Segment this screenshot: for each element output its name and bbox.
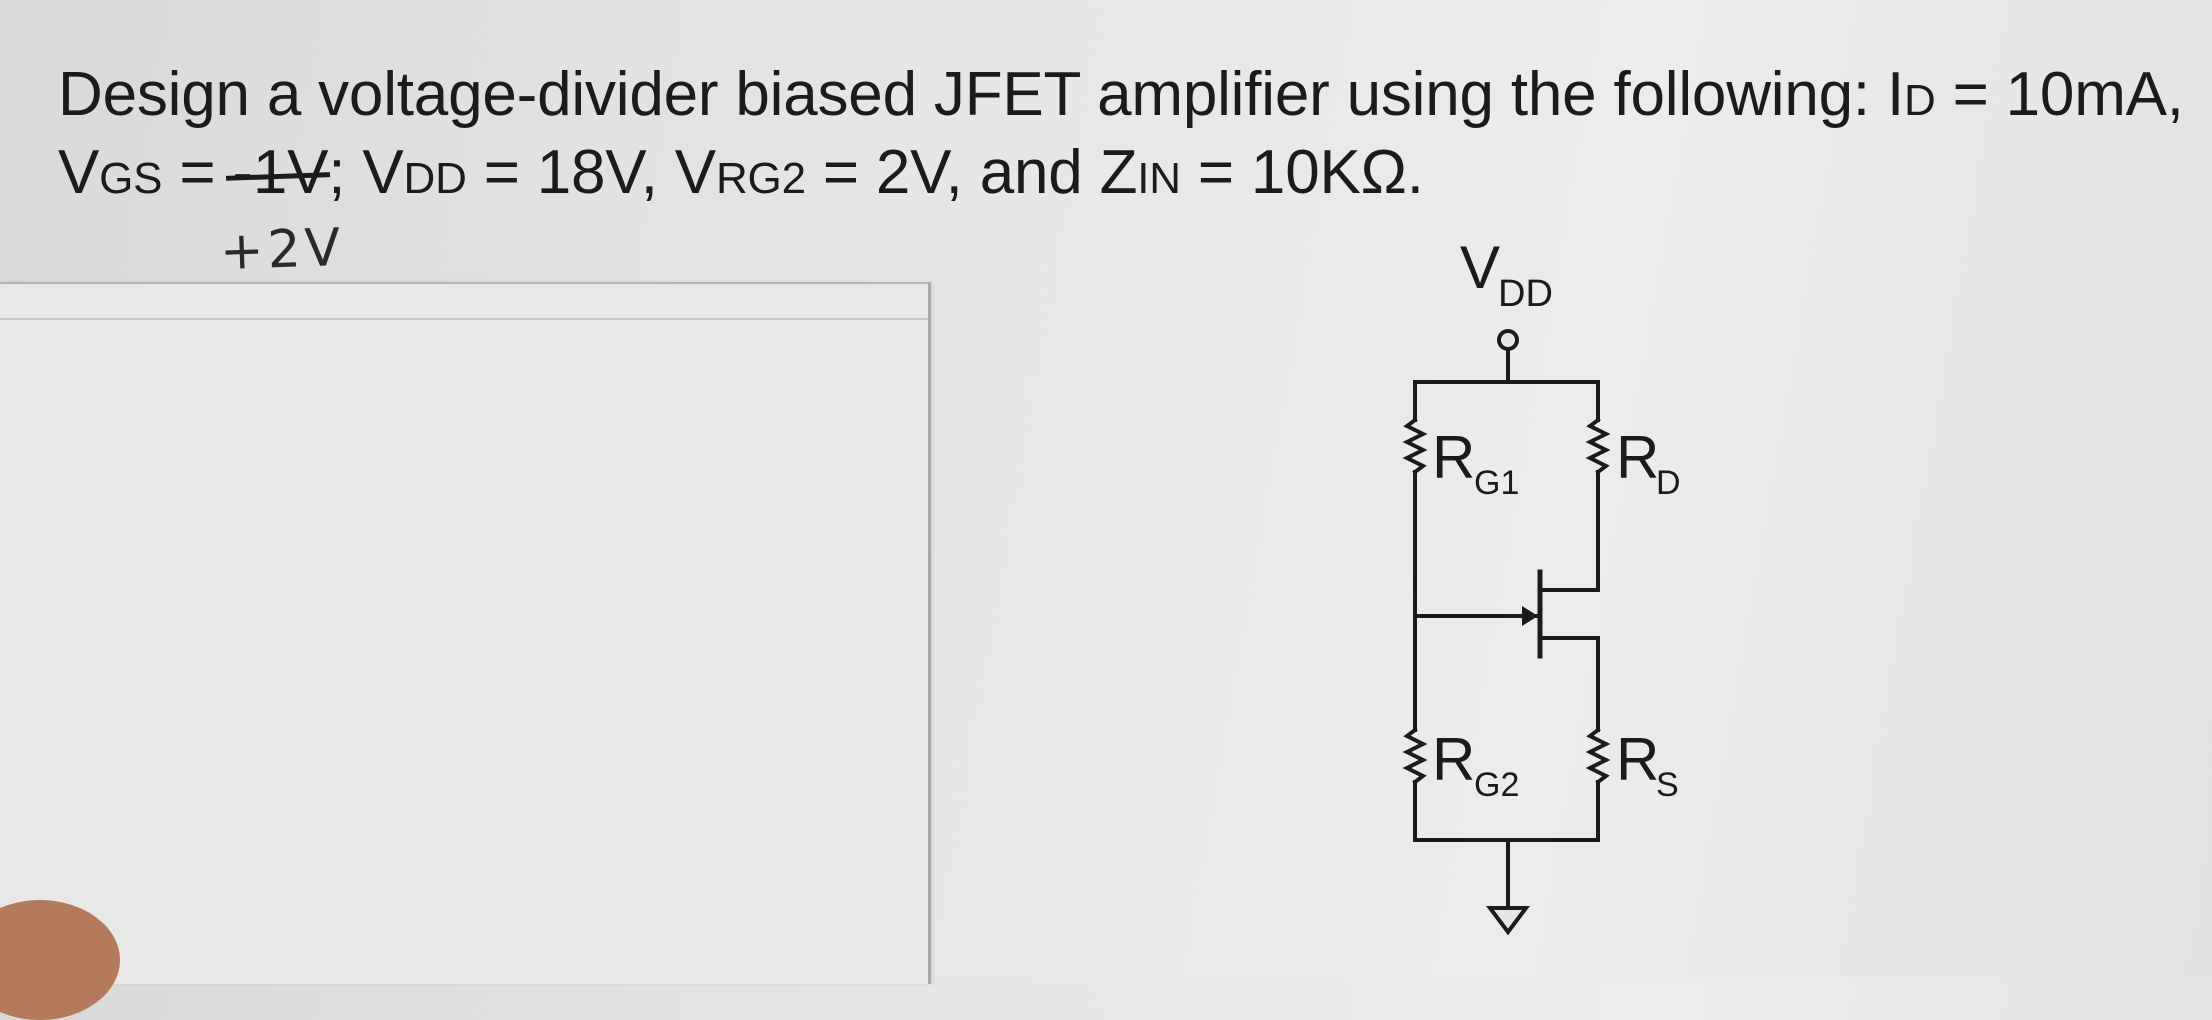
vdd-symbol: ; V bbox=[328, 138, 404, 207]
rg1-label-subscript: G1 bbox=[1474, 464, 1519, 502]
vdd-label-symbol: V bbox=[1460, 234, 1500, 301]
vgs-symbol: V bbox=[58, 138, 100, 207]
id-value: = 10mA, bbox=[1935, 60, 2184, 129]
zin-subscript: IN bbox=[1137, 154, 1181, 203]
vgs-equals: = bbox=[162, 138, 233, 207]
rs-zigzag bbox=[1585, 727, 1611, 785]
paper-sheet bbox=[0, 282, 931, 984]
rg2-label-subscript: G2 bbox=[1474, 766, 1519, 804]
rg1-label-symbol: R bbox=[1432, 424, 1475, 491]
jfet-circuit-diagram: V DD R G1 R D R G2 R S bbox=[1402, 234, 1681, 936]
vdd-value: = 18V, V bbox=[466, 138, 716, 207]
rd-zigzag bbox=[1585, 417, 1611, 475]
gate-arrow-icon bbox=[1522, 606, 1538, 626]
vdd-label-subscript: DD bbox=[1498, 273, 1553, 315]
rs-label-symbol: R bbox=[1616, 726, 1659, 793]
vdd-subscript: DD bbox=[403, 154, 467, 203]
problem-text: Design a voltage-divider biased JFET amp… bbox=[58, 60, 1904, 129]
rd-label-subscript: D bbox=[1656, 464, 1681, 502]
rg2-label-symbol: R bbox=[1432, 726, 1475, 793]
ground-icon bbox=[1486, 906, 1530, 936]
id-subscript: D bbox=[1904, 76, 1936, 125]
zin-value: = 10KΩ. bbox=[1180, 138, 1424, 207]
vrg2-subscript: RG2 bbox=[715, 154, 806, 203]
problem-statement-line-1: Design a voltage-divider biased JFET amp… bbox=[58, 64, 2184, 126]
vrg2-value: = 2V, and Z bbox=[805, 138, 1138, 207]
rg2-zigzag bbox=[1402, 727, 1428, 785]
rd-label-symbol: R bbox=[1616, 424, 1659, 491]
rs-label-subscript: S bbox=[1656, 766, 1679, 804]
problem-statement-line-2: VGS = -1V; VDD = 18V, VRG2 = 2V, and ZIN… bbox=[58, 142, 1424, 204]
rg1-zigzag bbox=[1402, 417, 1428, 475]
vgs-struck-value: -1V bbox=[232, 138, 329, 207]
vdd-terminal bbox=[1497, 329, 1519, 351]
paper-fold-line bbox=[0, 318, 928, 320]
vgs-subscript: GS bbox=[99, 154, 163, 203]
